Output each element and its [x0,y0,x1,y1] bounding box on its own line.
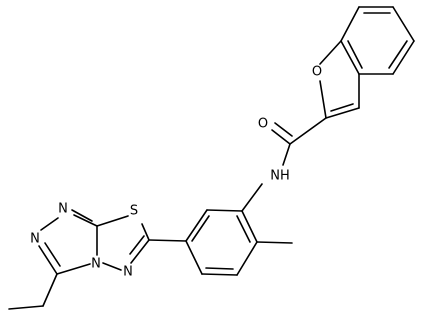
central-benzene-ring [185,183,263,276]
amide-nh-label: NH [270,169,290,184]
benzofuran-benzene-ring [340,6,415,75]
thiadiazole-nitrogen-label: N [123,265,133,280]
triazole-nitrogen-left-label: N [30,232,40,247]
triazole-nitrogen-top-label: N [58,202,68,217]
thiadiazole-ring [96,215,187,271]
methyl-group [256,241,293,244]
benzofuran-furan-ring [319,40,360,119]
carbonyl-oxygen-label: O [258,117,268,132]
sulfur-label: S [130,204,138,219]
amide-linker [271,117,327,166]
ethyl-group [8,273,58,310]
bridgehead-nitrogen-label: N [91,257,101,272]
furan-oxygen-label: O [312,65,322,80]
triazole-ring [38,209,98,275]
